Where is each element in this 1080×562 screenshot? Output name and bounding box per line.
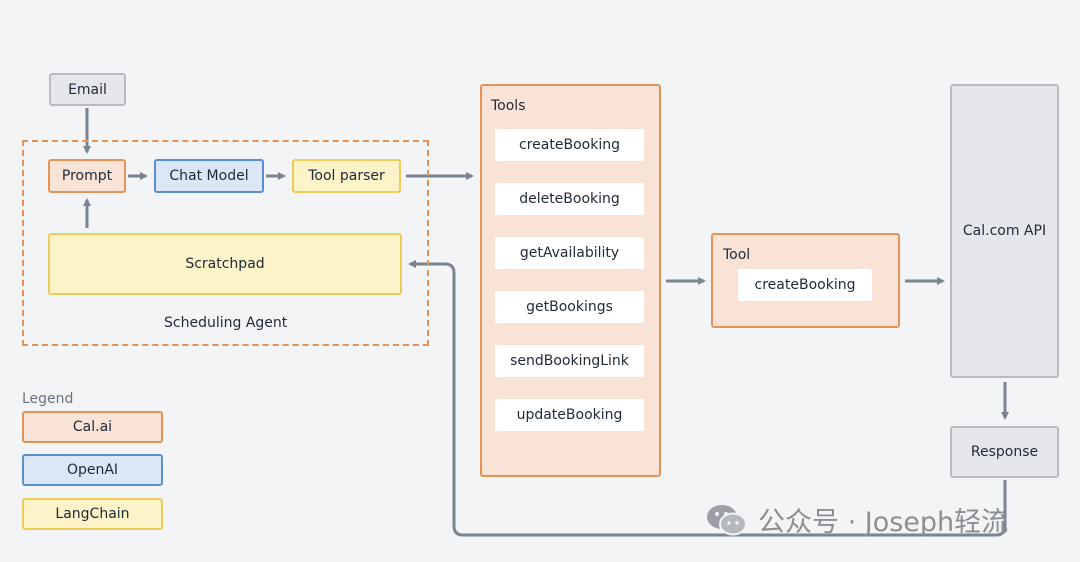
- scheduling-agent-group: [22, 140, 429, 346]
- tools-title: Tools: [491, 98, 526, 114]
- scratchpad-node: Scratchpad: [48, 233, 402, 295]
- legend-item-openai: OpenAI: [22, 454, 163, 486]
- tool-selected-createBooking: createBooking: [738, 269, 872, 301]
- wechat-icon: [707, 504, 747, 535]
- legend-item-calai: Cal.ai: [22, 411, 163, 443]
- arrow-response-scratchpad: [408, 260, 1007, 537]
- tool-parser-node: Tool parser: [292, 159, 401, 193]
- chat-model-node: Chat Model: [154, 159, 264, 193]
- response-node: Response: [950, 426, 1059, 478]
- scheduling-agent-label: Scheduling Agent: [164, 315, 288, 331]
- tool-item-getBookings: getBookings: [495, 291, 644, 323]
- watermark-text: 公众号 · Joseph轻流: [758, 507, 1009, 538]
- tool-title: Tool: [723, 247, 751, 263]
- calcom-api-node: Cal.com API: [950, 84, 1059, 378]
- legend-item-langchain: LangChain: [22, 498, 163, 530]
- tool-item-getAvailability: getAvailability: [495, 237, 644, 269]
- email-node: Email: [49, 73, 126, 106]
- tool-item-sendBookingLink: sendBookingLink: [495, 345, 644, 377]
- prompt-node: Prompt: [48, 159, 126, 193]
- tool-item-createBooking: createBooking: [495, 129, 644, 161]
- watermark: 公众号 · Joseph轻流: [706, 500, 1008, 539]
- tool-item-updateBooking: updateBooking: [495, 399, 644, 431]
- legend-title: Legend: [22, 391, 74, 407]
- tool-item-deleteBooking: deleteBooking: [495, 183, 644, 215]
